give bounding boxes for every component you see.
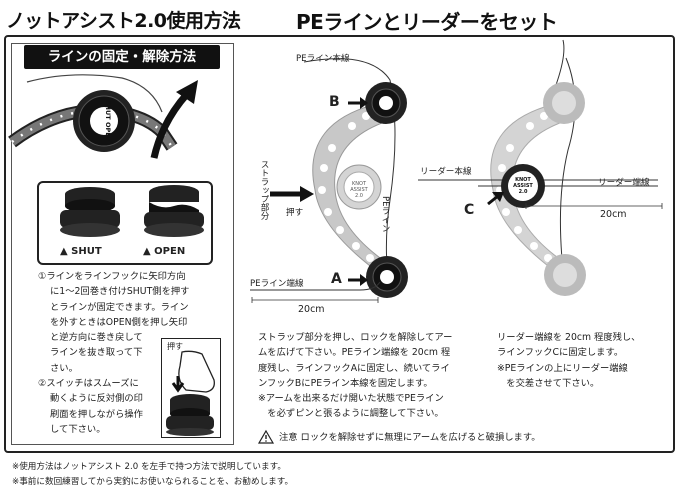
step1-line: に1～2回巻き付けSHUT側を押す [50, 286, 190, 298]
push-inset-label: 押す [167, 342, 183, 351]
open-label: OPEN [154, 246, 186, 257]
instruction-line: を交差させて下さい。 [497, 377, 600, 389]
hook-illustration: SHUT OPEN [8, 74, 198, 159]
pe-end-label: PEライン端線 [250, 279, 304, 289]
svg-text:2.0: 2.0 [355, 193, 363, 199]
push-label: 押す [286, 208, 304, 218]
step2-line: 刷面を押しながら操作 [50, 408, 143, 420]
dim-20cm-1: 20cm [298, 304, 325, 315]
step1-line: ①ラインをラインフックに矢印方向 [38, 271, 186, 282]
open-label-wrap: ▲ OPEN [143, 246, 186, 257]
step2-line: 動くように反対側の印 [50, 393, 143, 405]
instruction-1: ストラップ部分を押し、ロックを解除してアー ムを広げて下さい。PEライン端線を … [258, 330, 494, 422]
hook-b-label: B [329, 94, 340, 110]
pe-main-label: PEライン本線 [296, 54, 350, 64]
step1-line: と逆方向に巻き戻して [50, 332, 143, 344]
leader-end-label: リーダー端線 [598, 178, 650, 188]
instruction-line: ストラップ部分を押し、ロックを解除してアー [258, 332, 453, 343]
step1-line: とラインが固定できます。ライン [50, 301, 189, 313]
strap-label: ストラップ部分 [259, 160, 269, 221]
shut-label-wrap: ▲ SHUT [60, 246, 102, 257]
dim-20cm-2: 20cm [600, 209, 627, 220]
leader-main-label: リーダー本線 [420, 167, 472, 177]
instruction-note-line: ※アームを出来るだけ開いた状態でPEライン [258, 393, 444, 405]
svg-text:KNOT: KNOT [515, 177, 531, 183]
step2-line: ②スイッチはスムーズに [38, 378, 139, 389]
left-panel [11, 43, 234, 445]
instruction-line: ラインフックCに固定します。 [497, 347, 624, 359]
instruction-line: ンフックBにPEライン本線を固定します。 [258, 377, 433, 389]
warning-icon [257, 429, 275, 444]
svg-text:ASSIST: ASSIST [350, 187, 368, 193]
switch-illustrations [60, 185, 204, 237]
instruction-line: ムを広げて下さい。PEライン端線を 20cm 程 [258, 347, 451, 359]
step1-line: ラインを抜き取って下 [50, 347, 143, 359]
step2-text: ②スイッチはスムーズに 動くように反対側の印 刷面を押しながら操作 して下さい。 [38, 376, 143, 437]
step2-line: して下さい。 [50, 423, 106, 435]
step1-text: ①ラインをラインフックに矢印方向 に1～2回巻き付けSHUT側を押す とラインが… [38, 269, 189, 376]
caution-text: 注意 ロックを解除せずに無理にアームを広げると破損します。 [279, 432, 541, 443]
instruction-note-line: を必ずピンと張るように調整して下さい。 [258, 408, 444, 420]
section-badge: ラインの固定・解除方法 [24, 45, 220, 69]
hook-a-label: A [331, 271, 342, 287]
instruction-line: ※PEラインの上にリーダー端線 [497, 362, 628, 374]
svg-text:ASSIST: ASSIST [513, 183, 533, 189]
pe-line-label: PEライン [380, 196, 390, 233]
left-title: ノットアシスト2.0使用方法 [6, 10, 241, 32]
step1-line: さい。 [50, 362, 78, 374]
instruction-line: リーダー端線を 20cm 程度残し、 [497, 332, 641, 343]
shut-label: SHUT [71, 246, 102, 257]
footer-note-1: ※使用方法はノットアシスト 2.0 を左手で持つ方法で説明しています。 [12, 462, 286, 472]
hook-c-label: C [464, 202, 475, 218]
footer-note-2: ※事前に数回練習してから実釣にお使いなられることを、お勧めします。 [12, 477, 294, 487]
finger-push-illustration [166, 350, 215, 436]
device-diagram-1: KNOT ASSIST 2.0 [250, 58, 408, 303]
main-frame [4, 35, 675, 453]
switch-comparison-box [37, 181, 213, 265]
step1-line: を外すときはOPEN側を押し矢印 [50, 316, 188, 328]
instruction-line: 度残し、ラインフックAに固定し、続いてライ [258, 362, 450, 374]
svg-text:2.0: 2.0 [519, 189, 528, 195]
svg-text:SHUT OPEN: SHUT OPEN [104, 100, 112, 142]
device-diagram-2: KNOT ASSIST 2.0 [418, 39, 663, 296]
right-title: PEラインとリーダーをセット [296, 10, 558, 34]
instruction-2: リーダー端線を 20cm 程度残し、 ラインフックCに固定します。 ※PEライン… [497, 330, 673, 391]
svg-text:KNOT: KNOT [352, 181, 367, 187]
